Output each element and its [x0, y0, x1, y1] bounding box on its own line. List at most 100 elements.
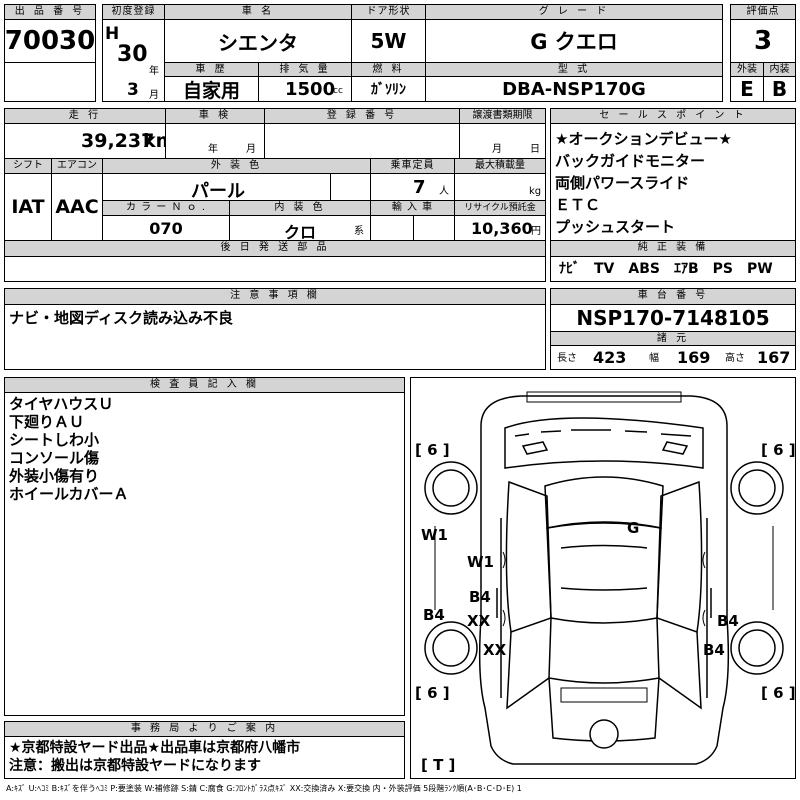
color-no-value: 070	[102, 215, 230, 241]
inspection-label: 車 検	[165, 108, 265, 124]
reg-no-label: 登 録 番 号	[264, 108, 460, 124]
rear-door-right-mark: B4	[717, 612, 739, 630]
sales-point: バックガイドモニター	[555, 152, 706, 170]
ext-color-label: 外 装 色	[102, 158, 371, 174]
quarter-left-xx: XX	[483, 641, 507, 659]
mileage-label: 走 行	[4, 108, 166, 124]
lot-number: 70030	[4, 19, 96, 63]
doors-value: 5W	[351, 19, 426, 63]
mileage-value: 39,237	[81, 130, 155, 152]
tire-rl-label: [ 6 ]	[415, 684, 450, 702]
car-name: シエンタ	[164, 19, 352, 63]
inspector-line: タイヤハウスＵ	[9, 395, 114, 413]
inspector-box: タイヤハウスＵ 下廻りＡＵ シートしわ小 コンソール傷 外装小傷有り ホイールカ…	[4, 392, 405, 716]
score-value: 3	[730, 19, 796, 63]
chassis-value: NSP170-7148105	[550, 304, 796, 332]
transfer-label: 譲渡書類期限	[459, 108, 546, 124]
model-label: 型 式	[425, 62, 723, 77]
equipment-value: ﾅﾋﾞ TV ABS ｴｱB PS PW	[550, 256, 796, 282]
transfer-day-unit: 日	[530, 144, 540, 155]
capacity-value: 7	[413, 177, 426, 198]
inspector-line: 下廻りＡＵ	[9, 413, 85, 431]
reg-no-box	[264, 123, 460, 159]
model-value: DBA-NSP170G	[425, 76, 723, 102]
sales-point: ★オークションデビュー★	[555, 130, 732, 148]
first-reg-label: 初度登録	[102, 4, 165, 20]
max-load-unit: kg	[529, 186, 542, 197]
front-door-left-mark: W1	[467, 553, 494, 571]
office-label: 事 務 局 よ り ご 案 内	[4, 721, 405, 737]
displacement-label: 排 気 量	[258, 62, 352, 77]
transfer-month-unit: 月	[492, 144, 502, 155]
dims-box: 長さ 423 幅 169 高さ 167	[550, 345, 796, 370]
int-grade-value: B	[763, 76, 796, 102]
dims-height: 167	[757, 348, 791, 367]
int-color-value: クロ	[284, 223, 317, 241]
displacement-value: 1500	[285, 79, 336, 100]
import-label: 輸 入 車	[370, 200, 455, 216]
inspector-line: シートしわ小	[9, 431, 100, 449]
car-name-label: 車 名	[164, 4, 352, 20]
office-line: 注意：搬出は京都特設ヤードになります	[9, 758, 261, 774]
tire-rr-label: [ 6 ]	[761, 684, 796, 702]
recycle-value: 10,360	[471, 219, 533, 238]
dims-width-label: 幅	[649, 353, 659, 364]
inspector-line: コンソール傷	[9, 449, 100, 467]
ext-grade-value: E	[730, 76, 764, 102]
recycle-box: 10,360 円	[454, 215, 546, 241]
shift-label: シフト	[4, 158, 52, 174]
fuel-label: 燃 料	[351, 62, 426, 77]
notes-box: ナビ・地図ディスク読み込み不良	[4, 304, 546, 370]
rear-door-left-xx: XX	[467, 612, 491, 630]
reg-month-unit: 月	[149, 90, 159, 101]
recycle-unit: 円	[531, 226, 541, 237]
fender-left-mark: W1	[421, 526, 448, 544]
sales-point: 両側パワースライド	[555, 174, 690, 192]
reg-year-unit: 年	[149, 66, 159, 77]
spare-tire-label: [ T ]	[421, 756, 456, 774]
capacity-label: 乗車定員	[370, 158, 455, 174]
grade-label: グ レ ー ド	[425, 4, 723, 20]
notes-label: 注 意 事 項 欄	[4, 288, 546, 305]
equipment-label: 純 正 装 備	[550, 240, 796, 257]
recycle-label: リサイクル預託金	[454, 200, 546, 216]
int-grade-label: 内装	[763, 62, 796, 77]
shift-value: IAT	[4, 173, 52, 241]
inspector-label: 検 査 員 記 入 欄	[4, 377, 405, 393]
doors-label: ドア形状	[351, 4, 426, 20]
lot-blank	[4, 62, 96, 102]
sales-point: プッシュスタート	[555, 218, 676, 236]
import-box-a	[370, 215, 414, 241]
reg-year: 30	[117, 42, 148, 67]
transfer-box: 月 日	[459, 123, 546, 159]
capacity-unit: 人	[439, 186, 449, 197]
sales-points-box: ★オークションデビュー★ バックガイドモニター 両側パワースライド ＥＴＣ プッ…	[550, 123, 796, 241]
history-label: 車 歴	[164, 62, 259, 77]
chassis-label: 車 台 番 号	[550, 288, 796, 305]
int-color-label: 内 装 色	[229, 200, 371, 216]
first-reg-box: H 30 年 3 月	[102, 19, 165, 102]
sales-points-label: セ ー ル ス ポ イ ン ト	[550, 108, 796, 124]
history-value: 自家用	[164, 76, 259, 102]
displacement-unit: cc	[333, 86, 343, 96]
dims-length: 423	[593, 348, 627, 367]
windshield-mark: G	[627, 519, 640, 537]
capacity-box: 7 人	[370, 173, 455, 201]
inspector-line: ホイールカバーＡ	[9, 485, 129, 503]
later-parts-box	[4, 256, 546, 282]
ext-grade-label: 外装	[730, 62, 764, 77]
max-load-box: kg	[454, 173, 546, 201]
grade-value: G クエロ	[425, 19, 723, 63]
ac-value: AAC	[51, 173, 103, 241]
displacement-box: 1500 cc	[258, 76, 352, 102]
tire-fl-label: [ 6 ]	[415, 441, 450, 459]
fuel-value: ｶﾞｿﾘﾝ	[351, 76, 426, 102]
office-box: ★京都特設ヤード出品★出品車は京都府八幡市 注意：搬出は京都特設ヤードになります	[4, 736, 405, 779]
mileage-unit: km	[143, 130, 165, 152]
quarter-right-mark: B4	[703, 641, 725, 659]
ext-color-value: パール	[191, 181, 245, 201]
dims-width: 169	[677, 348, 711, 367]
int-color-box: クロ 系	[229, 215, 371, 241]
car-outline	[424, 391, 784, 765]
rear-door-left-mark: B4	[469, 588, 491, 606]
